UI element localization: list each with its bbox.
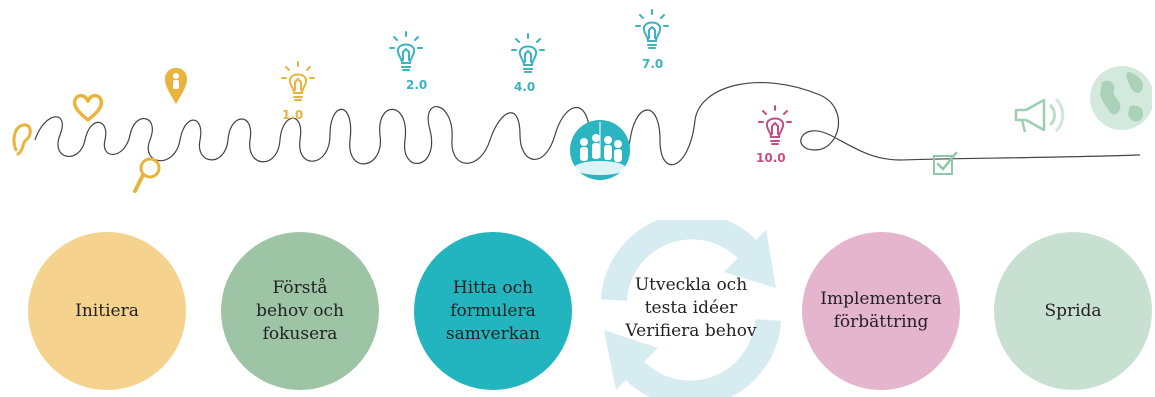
phase-label: Initiera: [75, 300, 139, 321]
lightbulb-icon: [635, 9, 669, 49]
person-pin-icon: [165, 68, 187, 104]
process-squiggle-line: [34, 82, 1141, 167]
version-label-4: 4.0: [514, 80, 536, 94]
phase-hitta-samverkan: Hitta och formulera samverkan: [414, 232, 572, 390]
cycle-arrows-icon: [601, 220, 781, 397]
heart-icon: [72, 93, 104, 122]
phase-implementera: Implementera förbättring: [802, 232, 960, 390]
magnifier-icon: [133, 157, 161, 193]
lightbulb-icon: [511, 33, 545, 73]
version-label-7: 7.0: [642, 57, 664, 71]
phase-label: Utveckla och testa idéer Verifiera behov: [625, 275, 757, 341]
lightbulb-icon: [758, 105, 792, 145]
phase-label: Implementera förbättring: [820, 289, 942, 332]
globe-icon: [1090, 66, 1152, 130]
team-icon: [570, 120, 630, 180]
version-label-2: 2.0: [406, 78, 428, 92]
checkbox-icon: [933, 151, 958, 175]
megaphone-icon: [1014, 97, 1065, 133]
phase-sprida: Sprida: [994, 232, 1152, 390]
ear-icon: [12, 123, 32, 156]
phase-initiera: Initiera: [28, 232, 186, 390]
lightbulb-icon: [389, 31, 423, 71]
phase-utveckla-testa: Utveckla och testa idéer Verifiera behov: [596, 220, 786, 397]
phase-label: Hitta och formulera samverkan: [445, 277, 541, 344]
version-label-1: 1.0: [282, 108, 304, 122]
version-label-10: 10.0: [756, 151, 786, 165]
lightbulb-icon: [281, 61, 315, 101]
phase-label: Sprida: [1044, 300, 1102, 321]
phase-label: Förstå behov och fokusera: [256, 277, 344, 344]
phase-forsta-behov: Förstå behov och fokusera: [221, 232, 379, 390]
